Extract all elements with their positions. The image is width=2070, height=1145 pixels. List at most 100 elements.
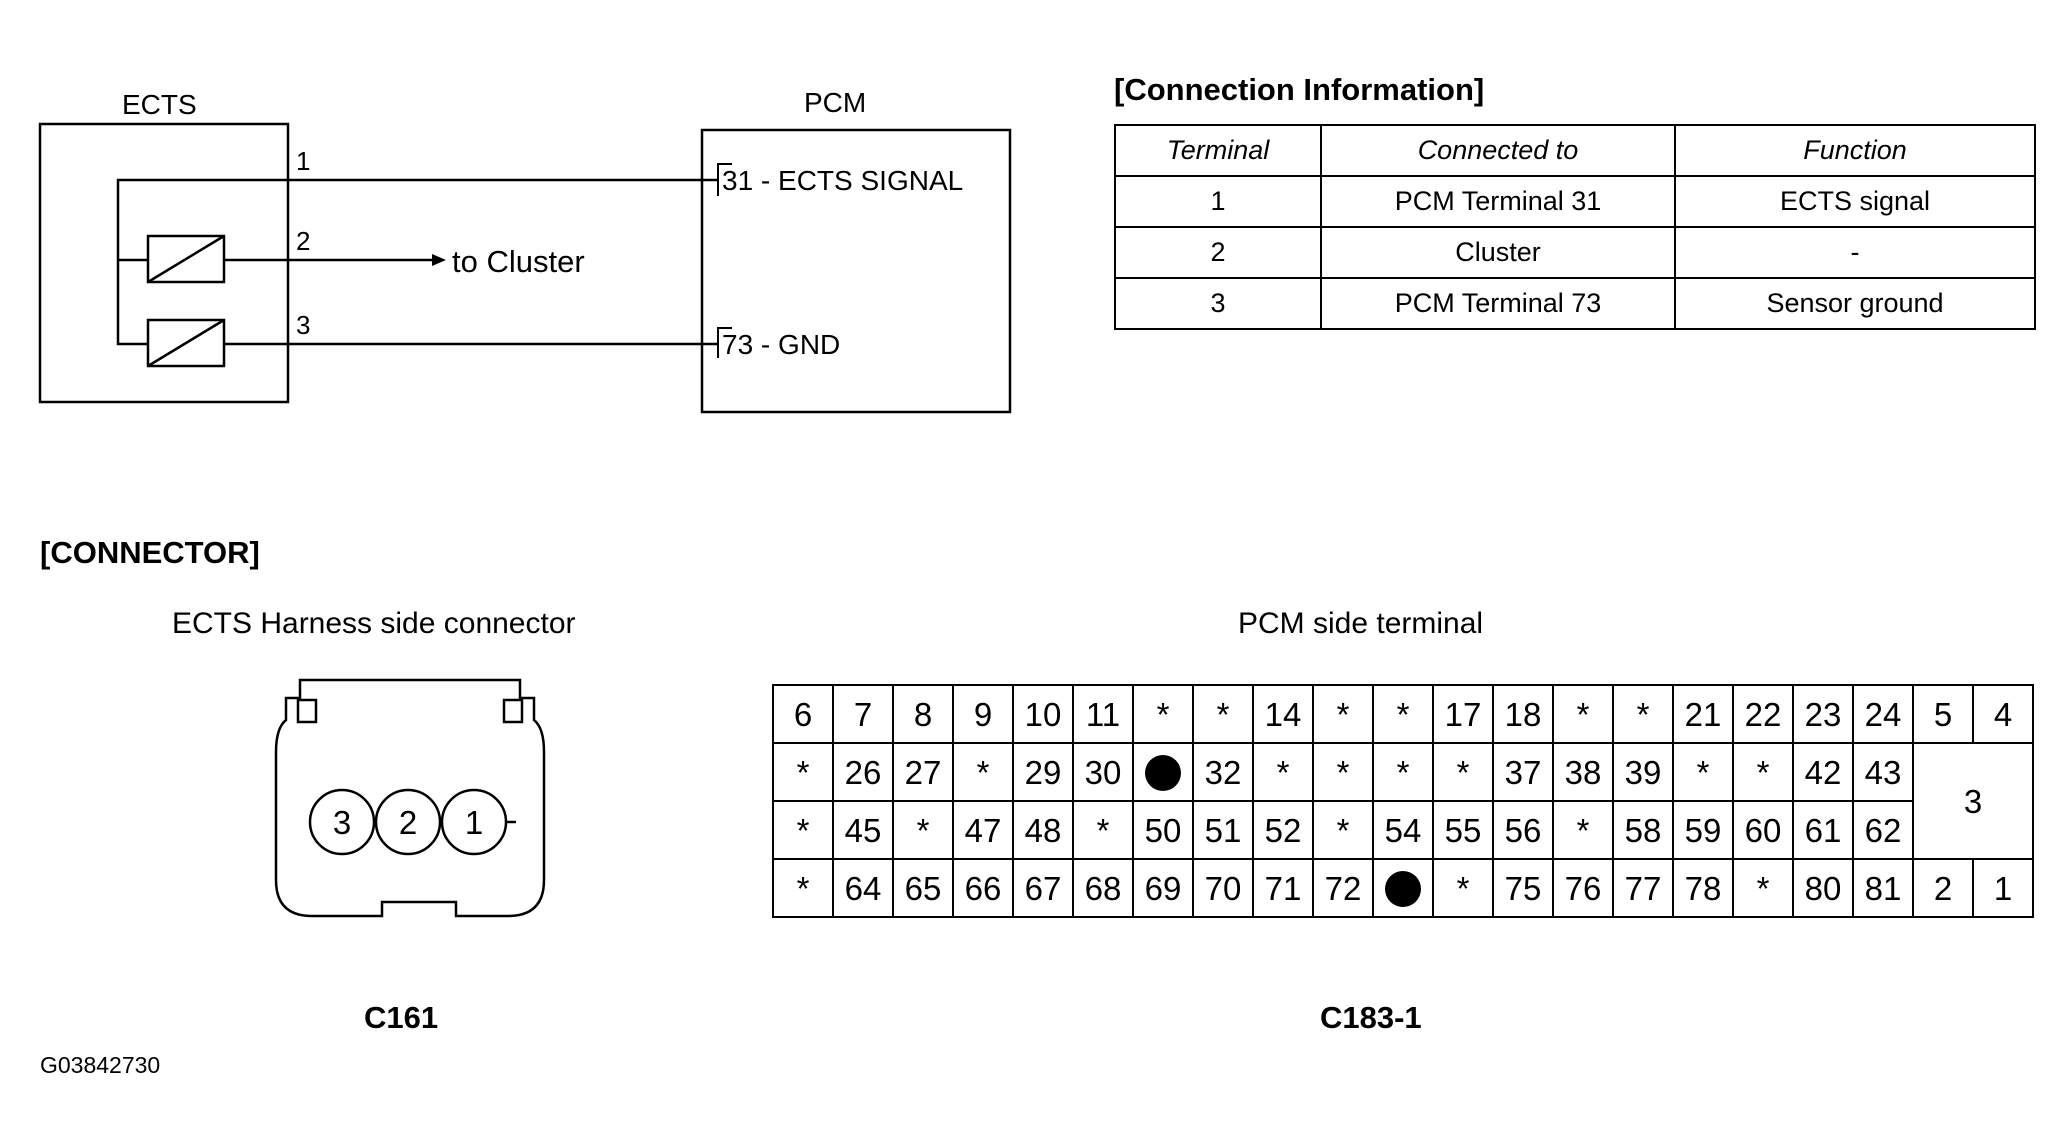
table-cell: Sensor ground <box>1674 277 2036 330</box>
pcm-terminal-cell: 62 <box>1852 800 1914 860</box>
table-cell: 3 <box>1114 277 1322 330</box>
pcm-terminal-cell: 21 <box>1672 684 1734 744</box>
pcm-terminal-cell: * <box>1312 800 1374 860</box>
ects-pin-1-label: 1 <box>465 804 483 841</box>
pcm-terminal-cell: 5 <box>1912 684 1974 744</box>
pcm-terminal-cell: 37 <box>1492 742 1554 802</box>
connection-info-title: [Connection Information] <box>1114 72 1485 107</box>
pcm-terminal-cell: * <box>1192 684 1254 744</box>
table-row: 1 PCM Terminal 31 ECTS signal <box>1114 175 2036 228</box>
ects-pin-3 <box>308 788 376 856</box>
table-cell: PCM Terminal 73 <box>1320 277 1676 330</box>
table-cell: 2 <box>1114 226 1322 279</box>
pcm-terminal-cell: 17 <box>1432 684 1494 744</box>
pcm-terminal-cell-large: 3 <box>1912 742 2034 860</box>
pcm-terminal-cell: 4 <box>1972 684 2034 744</box>
pcm-terminal-cell: 80 <box>1792 858 1854 918</box>
table-cell: - <box>1674 226 2036 279</box>
pcm-terminal-cell: 10 <box>1012 684 1074 744</box>
pcm-terminal-cell: * <box>1432 858 1494 918</box>
pin-1-label: 1 <box>296 146 310 176</box>
pcm-terminal-cell: * <box>892 800 954 860</box>
pcm-terminal-cell: 27 <box>892 742 954 802</box>
pcm-terminal-cell <box>1132 742 1194 802</box>
pcm-terminal-cell: * <box>772 858 834 918</box>
pcm-terminal-cell: 47 <box>952 800 1014 860</box>
pcm-connector-id: C183-1 <box>1320 1000 1422 1035</box>
figure-id: G03842730 <box>40 1052 161 1078</box>
pcm-terminal-cell: * <box>772 800 834 860</box>
pcm-terminal-cell: 66 <box>952 858 1014 918</box>
pcm-terminal-cell: * <box>1312 684 1374 744</box>
pin-bracket <box>717 327 732 358</box>
connection-info-table: Terminal Connected to Function 1 PCM Ter… <box>1114 124 2036 330</box>
pcm-terminal-cell: * <box>1612 684 1674 744</box>
pcm-terminal-cell: 23 <box>1792 684 1854 744</box>
pcm-terminal-cell: 60 <box>1732 800 1794 860</box>
pcm-terminal-cell: 72 <box>1312 858 1374 918</box>
header-connected-to: Connected to <box>1320 124 1676 177</box>
pcm-terminal-cell: 14 <box>1252 684 1314 744</box>
pcm-73-label: 73 - GND <box>722 329 840 360</box>
connector-latch <box>296 698 318 724</box>
pcm-terminal-cell: 43 <box>1852 742 1914 802</box>
pcm-box <box>700 128 1012 414</box>
table-cell: PCM Terminal 31 <box>1320 175 1676 228</box>
pcm-terminal-cell: 55 <box>1432 800 1494 860</box>
pcm-terminal-cell: 24 <box>1852 684 1914 744</box>
pcm-terminal-cell: 9 <box>952 684 1014 744</box>
resistor-slash <box>147 234 225 284</box>
pcm-terminal-cell: 81 <box>1852 858 1914 918</box>
pcm-terminal-cell: * <box>1732 742 1794 802</box>
to-cluster-label: to Cluster <box>452 244 585 279</box>
ects-pin-3-label: 3 <box>333 804 351 841</box>
pcm-terminal-cell: 38 <box>1552 742 1614 802</box>
pcm-terminal-cell: 2 <box>1912 858 1974 918</box>
pcm-terminal-cell: 65 <box>892 858 954 918</box>
pcm-terminal-cell: 52 <box>1252 800 1314 860</box>
connector-latch <box>502 698 524 724</box>
pcm-terminal-cell: * <box>1432 742 1494 802</box>
pcm-terminal-cell: 77 <box>1612 858 1674 918</box>
pcm-terminal-cell: 8 <box>892 684 954 744</box>
pcm-terminal-cell: * <box>1372 742 1434 802</box>
ects-pin-2 <box>374 788 442 856</box>
pcm-terminal-cell: 18 <box>1492 684 1554 744</box>
pcm-terminal-cell: 68 <box>1072 858 1134 918</box>
ects-connector-body <box>274 678 546 918</box>
pcm-terminal-cell: * <box>1072 800 1134 860</box>
table-row: 2 Cluster - <box>1114 226 2036 279</box>
pcm-terminal-cell: 50 <box>1132 800 1194 860</box>
pcm-terminal-cell: 69 <box>1132 858 1194 918</box>
pcm-terminal-cell: * <box>1252 742 1314 802</box>
pcm-terminal-cell: 61 <box>1792 800 1854 860</box>
pcm-terminal-cell: 7 <box>832 684 894 744</box>
pcm-terminal-cell: 22 <box>1732 684 1794 744</box>
pcm-terminal-cell: 6 <box>772 684 834 744</box>
pcm-terminal-cell: 78 <box>1672 858 1734 918</box>
pcm-terminal-caption: PCM side terminal <box>1238 607 1484 640</box>
pcm-terminal-cell <box>1372 858 1434 918</box>
pcm-terminal-cell: 64 <box>832 858 894 918</box>
table-row: 3 PCM Terminal 73 Sensor ground <box>1114 277 2036 330</box>
connector-title: [CONNECTOR] <box>40 535 260 570</box>
pcm-terminal-cell: * <box>952 742 1014 802</box>
table-header-row: Terminal Connected to Function <box>1114 124 2036 177</box>
table-cell: ECTS signal <box>1674 175 2036 228</box>
resistor-slash <box>147 318 225 368</box>
pcm-terminal-cell: * <box>1372 684 1434 744</box>
pcm-terminal-cell: 30 <box>1072 742 1134 802</box>
pcm-terminal-cell: 1 <box>1972 858 2034 918</box>
pcm-terminal-cell: 76 <box>1552 858 1614 918</box>
pcm-terminal-cell: * <box>772 742 834 802</box>
pcm-31-label: 31 - ECTS SIGNAL <box>722 165 963 196</box>
pin-3-label: 3 <box>296 310 310 340</box>
arrow-head <box>432 254 446 266</box>
pcm-terminal-cell: 51 <box>1192 800 1254 860</box>
pcm-terminal-cell: * <box>1732 858 1794 918</box>
header-function: Function <box>1674 124 2036 177</box>
